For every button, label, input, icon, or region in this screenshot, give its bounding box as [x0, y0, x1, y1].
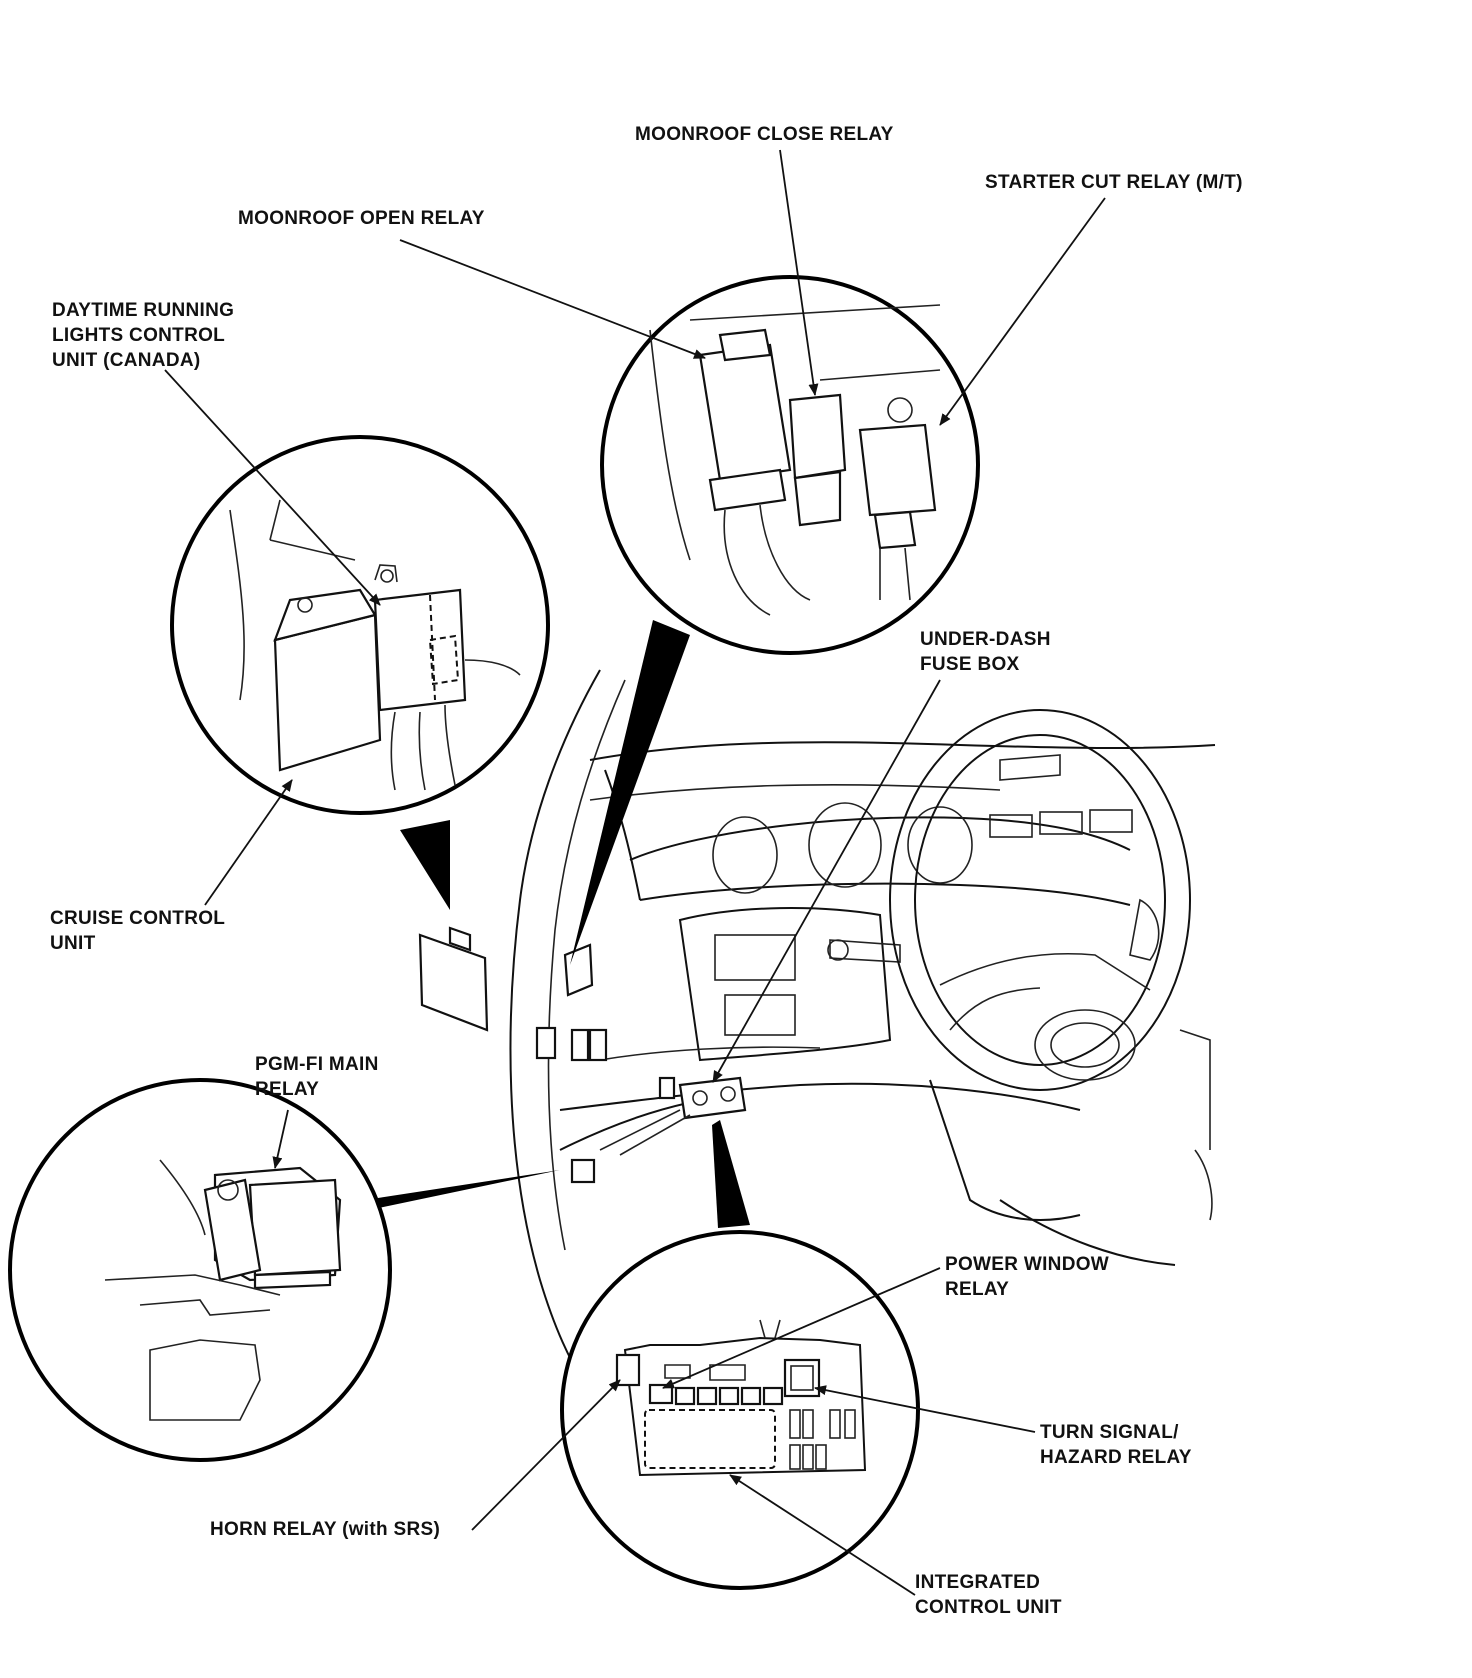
callout-circle-daytime	[170, 435, 550, 815]
label-line: CONTROL UNIT	[915, 1597, 1062, 1618]
leader-lines	[164, 149, 1106, 1596]
label-starter-cut-relay: STARTER CUT RELAY (M/T)	[985, 172, 1243, 193]
label-line: CRUISE CONTROL	[50, 908, 226, 929]
dashboard-drawing	[509, 669, 1216, 1386]
label-moonroof-close-relay: MOONROOF CLOSE RELAY	[635, 124, 894, 145]
label-line: LIGHTS CONTROL	[52, 325, 226, 346]
label-under-dash-fuse-box: UNDER-DASH FUSE BOX	[920, 627, 1051, 677]
callout-wedges	[345, 620, 750, 1228]
label-integrated-control-unit: INTEGRATED CONTROL UNIT	[915, 1570, 1062, 1620]
callout-circle-fusebox	[560, 1230, 920, 1590]
label-line: FUSE BOX	[920, 654, 1020, 675]
label-line: PGM-FI MAIN	[255, 1054, 379, 1075]
label-line: UNIT (CANADA)	[52, 350, 201, 371]
label-power-window-relay: POWER WINDOW RELAY	[945, 1252, 1109, 1302]
label-line: DAYTIME RUNNING	[52, 300, 235, 321]
label-daytime-running-lights-control-unit: DAYTIME RUNNING LIGHTS CONTROL UNIT (CAN…	[52, 298, 234, 373]
label-line: RELAY	[945, 1279, 1010, 1300]
label-line: HAZARD RELAY	[1040, 1447, 1192, 1468]
label-line: INTEGRATED	[915, 1572, 1041, 1593]
label-moonroof-open-relay: MOONROOF OPEN RELAY	[238, 208, 485, 229]
cruise-control-unit-small	[418, 926, 489, 1032]
label-cruise-control-unit: CRUISE CONTROL UNIT	[50, 906, 225, 956]
label-line: UNIT	[50, 933, 96, 954]
label-horn-relay: HORN RELAY (with SRS)	[210, 1519, 441, 1540]
label-line: RELAY	[255, 1079, 320, 1100]
label-turn-signal-hazard-relay: TURN SIGNAL/ HAZARD RELAY	[1040, 1420, 1192, 1470]
callout-circle-pgmfi	[8, 1078, 392, 1462]
label-pgm-fi-main-relay: PGM-FI MAIN RELAY	[255, 1052, 379, 1102]
callout-circle-moonroof	[600, 275, 980, 655]
label-line: UNDER-DASH	[920, 629, 1051, 650]
label-line: POWER WINDOW	[945, 1254, 1110, 1275]
label-line: TURN SIGNAL/	[1040, 1422, 1179, 1443]
